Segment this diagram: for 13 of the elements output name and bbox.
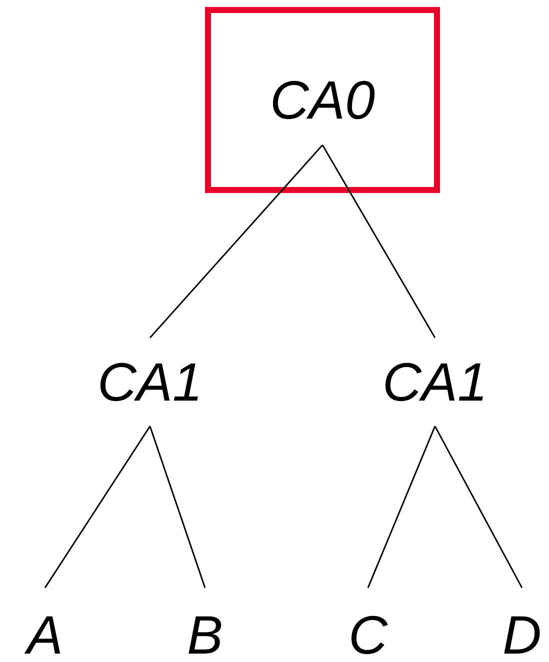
tree-line — [322, 144, 436, 338]
tree-label: CA1 — [385, 362, 483, 402]
tree-line — [149, 426, 206, 588]
tree-label: CA1 — [100, 362, 198, 402]
tree-line — [434, 426, 523, 588]
tree-line — [44, 426, 151, 588]
leaf-label: A — [24, 616, 60, 654]
tree-line — [367, 426, 436, 588]
leaf-label: D — [504, 616, 540, 654]
highlighted-label-box: CA0 — [205, 7, 440, 193]
leaf-label: B — [188, 616, 222, 654]
leaf-label: C — [351, 616, 388, 654]
tree-line — [149, 144, 324, 338]
